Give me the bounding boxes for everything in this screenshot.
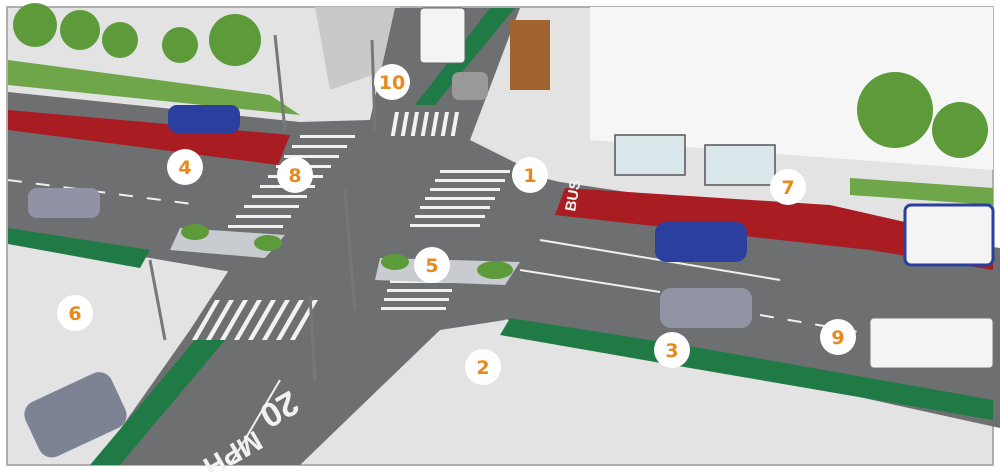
callout-8: 8 [277,157,313,193]
bus-shelters [614,134,776,186]
callout-circle [512,157,548,193]
callout-number: 2 [476,357,489,379]
callout-number: 8 [288,165,301,187]
building [315,7,400,90]
planting-strip [850,178,993,205]
callout-2: 2 [465,349,501,385]
callout-number: 10 [379,72,405,94]
callout-circle [414,247,450,283]
callout-circle [820,319,856,355]
callout-circle [374,64,410,100]
callout-number: 4 [178,157,191,179]
callout-1: 1 [512,157,548,193]
trees [13,3,988,158]
callout-number: 7 [781,177,794,199]
callout-9: 9 [820,319,856,355]
callout-7: 7 [770,169,806,205]
callout-6: 6 [57,295,93,331]
poles [148,34,377,381]
callout-number: 5 [425,255,438,277]
bike-lane-east [500,318,993,420]
callout-5: 5 [414,247,450,283]
callout-number: 1 [523,165,536,187]
crosswalks [191,112,510,340]
callout-circle [770,169,806,205]
bus-lane-marking: BUS [562,179,584,213]
callout-circle [167,149,203,185]
callout-circle [654,332,690,368]
callout-3: 3 [654,332,690,368]
callout-circle [277,157,313,193]
callout-markers: 1 2 3 4 5 6 7 8 9 10 [57,64,856,385]
callout-number: 9 [831,327,844,349]
bus-lane-west [8,110,290,165]
bike-lane-south [90,340,225,465]
callout-10: 10 [374,64,410,100]
callout-number: 6 [68,303,81,325]
callout-circle [57,295,93,331]
bus-lane-east [555,188,993,270]
bike-lane-west [8,228,150,268]
callout-4: 4 [167,149,203,185]
callout-circle [465,349,501,385]
planting-strip [8,60,300,115]
callout-number: 3 [665,340,678,362]
vehicles [24,7,995,458]
